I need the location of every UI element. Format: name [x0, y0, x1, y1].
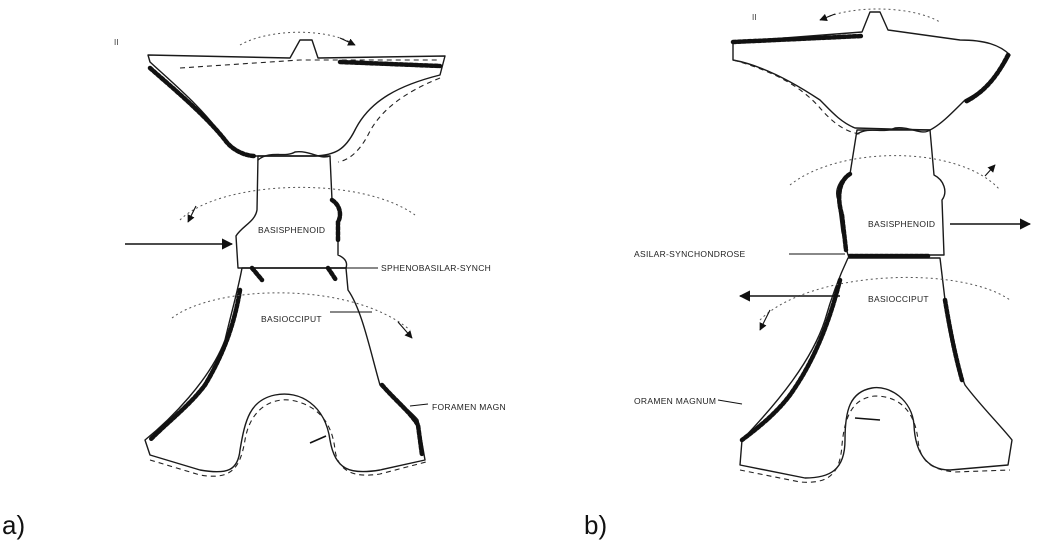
- panel-a-corner-mark: II: [114, 38, 118, 47]
- panel-a-drawing: II BASISPHENOID SPHENOBASILAR-SYNCH: [114, 32, 506, 476]
- panel-a-arc-lower: [172, 293, 410, 330]
- panel-b-basiocciput: [740, 258, 1012, 478]
- panel-b-drawing: II BASISPHENOID ASILAR-SYNCHONDROSE: [634, 9, 1030, 482]
- panel-a-label-basisphenoid: BASISPHENOID: [258, 225, 325, 235]
- panel-a-sphenoid-wing-shade-top: [340, 62, 440, 66]
- panel-b-top-arc: [820, 9, 940, 22]
- panel-a-basiocciput-shade-left: [150, 290, 240, 440]
- panel-b-arc-lower-arrow: [760, 310, 770, 330]
- panel-b-label: b): [584, 510, 607, 541]
- panel-a-arc-upper: [180, 187, 415, 220]
- panel-a-arc-upper-arrow: [188, 206, 196, 222]
- panel-a-synchondrosis-shade: [252, 268, 336, 280]
- panel-b-mark: [855, 418, 880, 420]
- panel-a-basiocciput-shade-right: [382, 385, 422, 455]
- panel-a-label-basiocciput: BASIOCCIPUT: [261, 314, 322, 324]
- panel-b-sphenoid-wing: [733, 12, 1010, 130]
- panel-a-label-foramen: FORAMEN MAGN: [432, 402, 506, 412]
- panel-a-sphenoid-body: [236, 156, 347, 268]
- panel-a-top-arc-arrow: [340, 38, 355, 45]
- panel-b-sphenoid-wing-shade-right: [965, 55, 1008, 102]
- panel-a-basiocciput-dashed: [150, 400, 426, 476]
- panel-a-sphenoid-body-shade: [332, 200, 340, 240]
- panel-b-corner-mark: II: [752, 13, 756, 22]
- panel-b-top-arc-arrow: [820, 14, 835, 20]
- panel-a-sphenoid-wing: [148, 40, 445, 156]
- panel-b-label-synch: ASILAR-SYNCHONDROSE: [634, 249, 746, 259]
- panel-b-arc-upper-arrow: [985, 165, 995, 176]
- panel-a-mark: [310, 436, 326, 443]
- panel-b-label-basisphenoid: BASISPHENOID: [868, 219, 935, 229]
- panel-b-basiocciput-shade-right: [945, 300, 962, 380]
- panel-a-label-synch: SPHENOBASILAR-SYNCH: [381, 263, 491, 273]
- panel-b-sphenoid-body: [837, 130, 945, 255]
- panel-b-arc-upper: [790, 156, 1000, 190]
- panel-b-sphenoid-body-shade: [839, 174, 850, 250]
- panel-a-label: a): [2, 510, 25, 541]
- panel-b-label-foramen: ORAMEN MAGNUM: [634, 396, 716, 406]
- panel-b-sphenoid-wing-shade-left: [733, 36, 862, 42]
- panel-b-sphenoid-wing-dashed: [733, 60, 860, 134]
- panel-b-leader-foramen: [718, 400, 742, 404]
- panel-a-leader-foramen: [410, 404, 428, 406]
- panel-a-sphenoid-wing-dashed: [180, 60, 440, 162]
- panel-b-basiocciput-shade-left: [742, 280, 840, 440]
- panel-a-basiocciput: [145, 268, 425, 472]
- panel-b-label-basiocciput: BASIOCCIPUT: [868, 294, 929, 304]
